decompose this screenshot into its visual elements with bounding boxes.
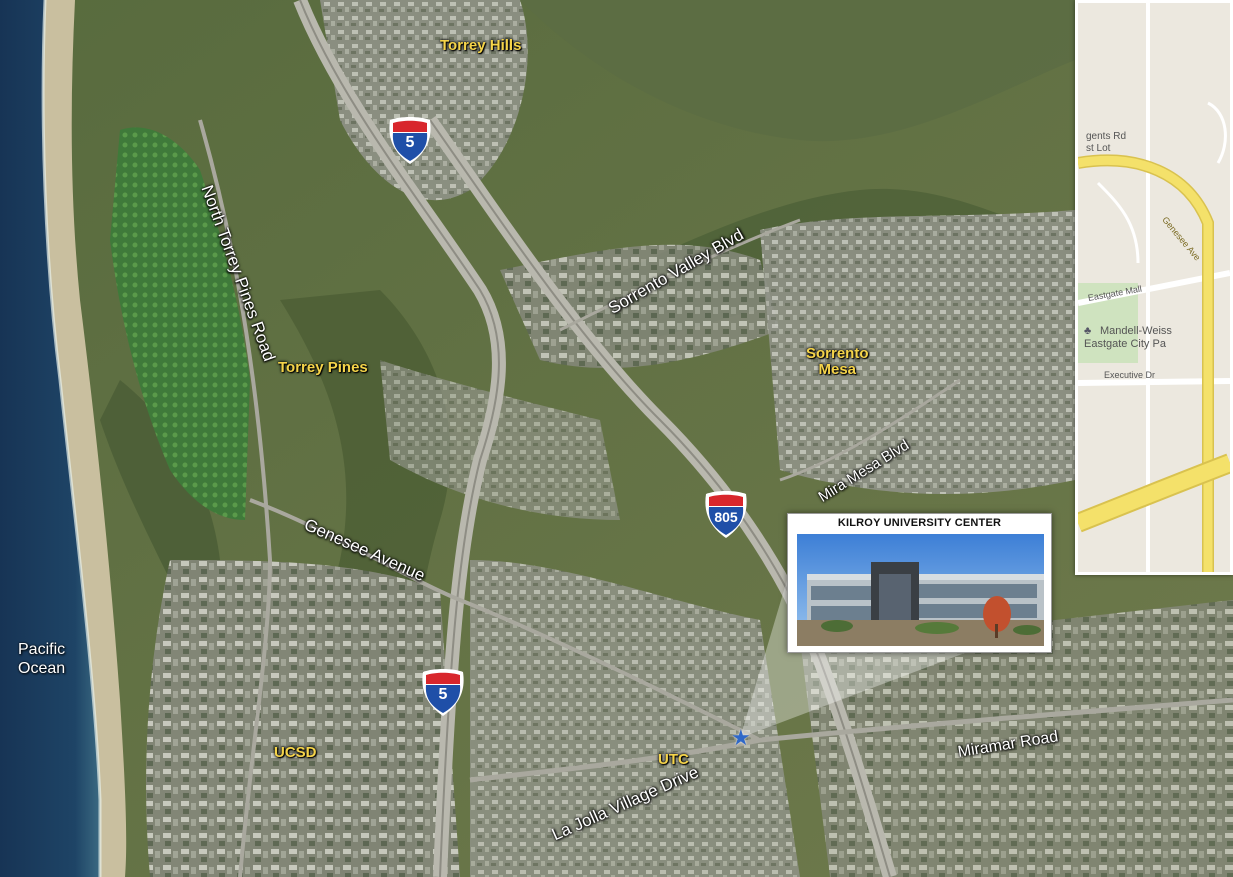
- building-callout: KILROY UNIVERSITY CENTER: [787, 513, 1052, 653]
- ocean-label: Pacific Ocean: [18, 640, 65, 678]
- interstate-5-north-number: 5: [405, 134, 415, 151]
- place-label-sorrento-mesa: Sorrento Mesa: [806, 346, 869, 378]
- inset-street-map: gents Rd st Lot Genesee Ave Eastgate Mal…: [1075, 0, 1233, 575]
- interstate-805-shield-icon: 805: [702, 490, 750, 545]
- inset-park-label-line2: Eastgate City Pa: [1084, 338, 1166, 350]
- place-label-sorrento: Sorrento: [806, 345, 869, 362]
- ocean-label-line2: Ocean: [18, 660, 66, 678]
- inset-park-icon: ♣: [1084, 325, 1092, 337]
- inset-road-label-1b: st Lot: [1086, 143, 1111, 154]
- place-label-ucsd: UCSD: [274, 744, 317, 761]
- place-label-torrey-hills: Torrey Hills: [440, 37, 522, 54]
- interstate-5-north-shield-icon: 5: [386, 116, 434, 171]
- building-photo: [797, 534, 1044, 646]
- interstate-5-south-number: 5: [438, 686, 448, 703]
- interstate-5-south-shield-icon: 5: [419, 668, 467, 723]
- location-star-icon: ★: [731, 725, 751, 750]
- place-label-utc: UTC: [658, 751, 689, 768]
- ocean-label-line1: Pacific: [18, 641, 66, 658]
- inset-road-label-executive: Executive Dr: [1104, 370, 1156, 380]
- interstate-805-number: 805: [714, 509, 738, 525]
- place-label-mesa: Mesa: [818, 360, 857, 378]
- inset-park-label-line1: Mandell-Weiss: [1100, 325, 1172, 337]
- inset-road-label-1: gents Rd: [1086, 131, 1127, 142]
- callout-title: KILROY UNIVERSITY CENTER: [837, 517, 1002, 529]
- place-label-torrey-pines: Torrey Pines: [278, 359, 368, 376]
